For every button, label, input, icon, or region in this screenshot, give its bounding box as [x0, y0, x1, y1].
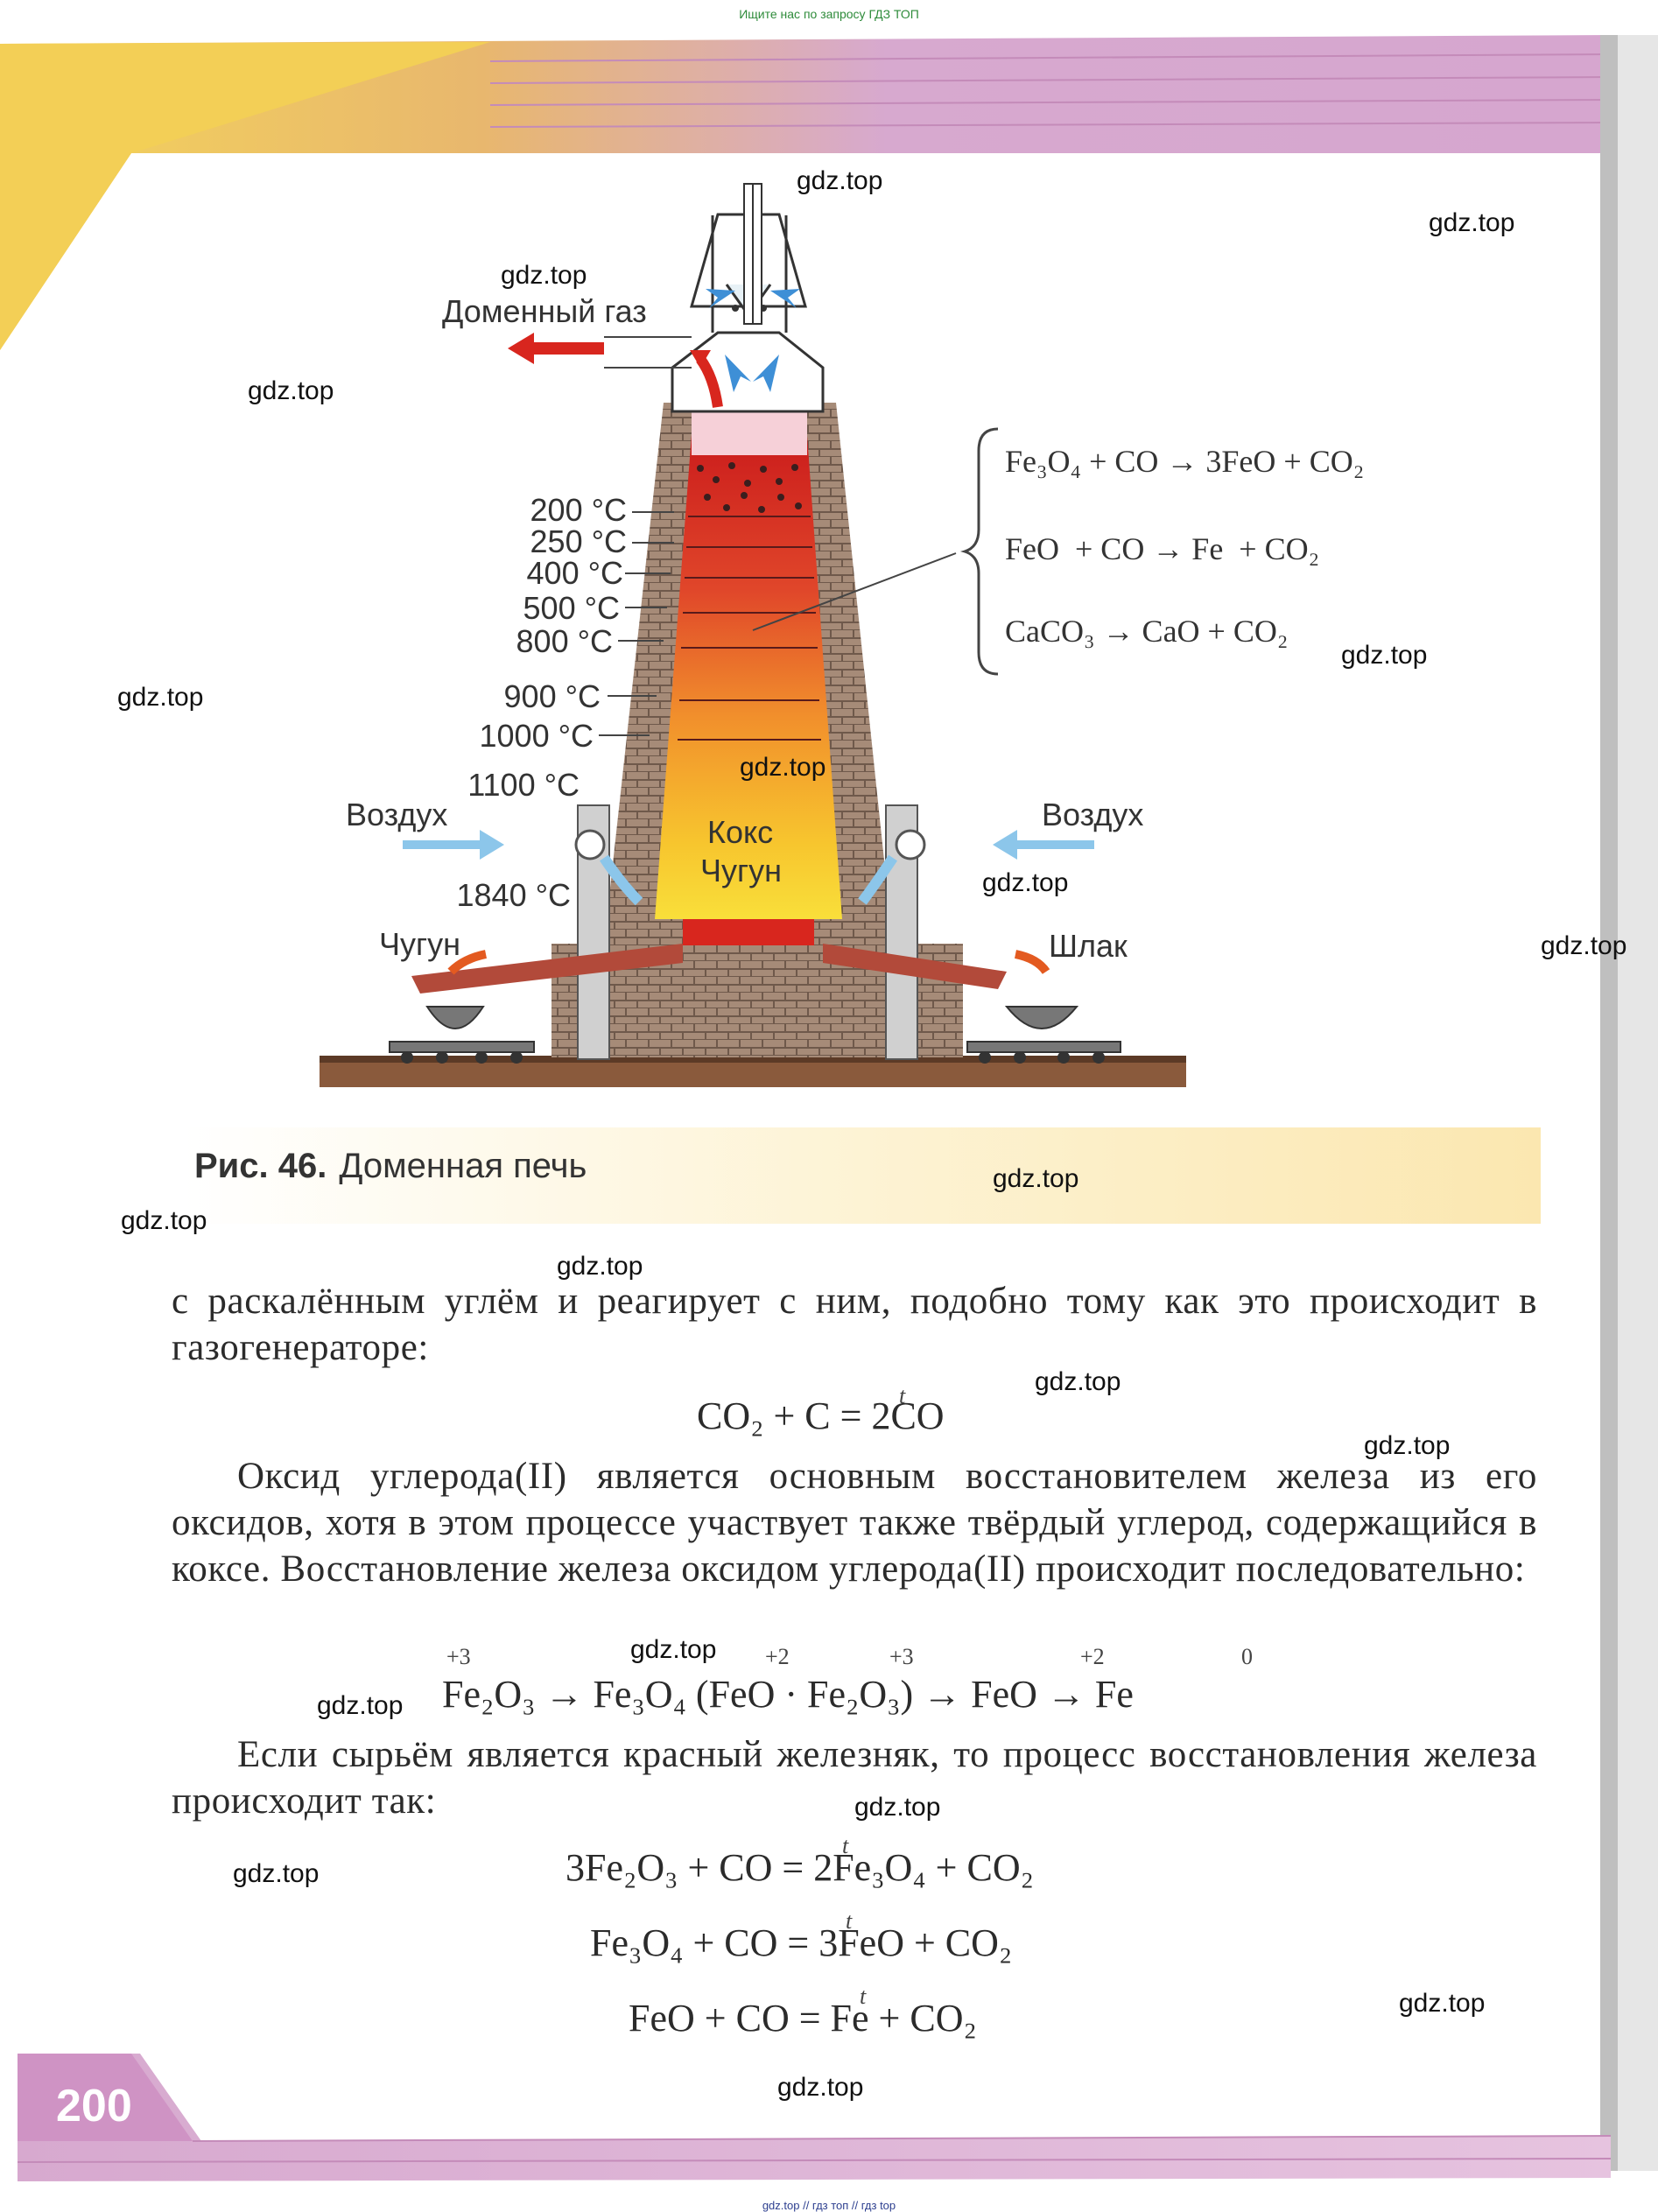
- watermark[interactable]: gdz.top: [777, 2073, 864, 2102]
- watermark[interactable]: gdz.top: [557, 1252, 643, 1281]
- watermark[interactable]: gdz.top: [1541, 931, 1627, 960]
- ox-state-3: +3: [889, 1644, 914, 1669]
- caption-number: Рис. 46.: [194, 1147, 327, 1185]
- temp-400: 400 °C: [526, 555, 623, 591]
- watermark[interactable]: gdz.top: [1429, 208, 1515, 237]
- air-right-label: Воздух: [1042, 797, 1144, 832]
- temp-250: 250 °C: [530, 523, 627, 559]
- paragraph-2: Оксид углерода(II) является основным вос…: [172, 1456, 1537, 1590]
- temp-800: 800 °C: [516, 623, 613, 659]
- air-left-label: Воздух: [346, 797, 448, 832]
- pig-iron-out-label: Чугун: [379, 926, 461, 962]
- eq1-condition: t: [899, 1383, 906, 1408]
- equation-1: CO₂ + C = 2CO: [697, 1394, 945, 1437]
- blast-gas-label: Доменный газ: [442, 293, 647, 329]
- eq3-condition: t: [846, 1908, 853, 1934]
- reaction-3: CaCO₃ → CaO + CO₂: [1005, 614, 1289, 649]
- figure-caption: Рис. 46. Доменная печь: [194, 1147, 587, 1186]
- furnace-interior: [655, 411, 842, 919]
- caption-text: Доменная печь: [339, 1147, 587, 1185]
- temp-200: 200 °C: [530, 492, 627, 528]
- eq2-condition: t: [842, 1833, 849, 1858]
- watermark[interactable]: gdz.top: [1035, 1367, 1121, 1396]
- watermark[interactable]: gdz.top: [317, 1691, 404, 1720]
- reaction-2: FeO + CO → Fe + CO₂: [1005, 531, 1320, 566]
- watermark[interactable]: gdz.top: [630, 1635, 717, 1664]
- watermark[interactable]: gdz.top: [797, 166, 883, 195]
- watermark[interactable]: gdz.top: [993, 1164, 1079, 1193]
- watermark[interactable]: gdz.top: [501, 261, 587, 290]
- equation-3: Fe₃O₄ + CO = 3FeO + CO₂: [590, 1921, 1013, 1964]
- coke-label: Кокс: [707, 814, 774, 850]
- slag-ladle: [966, 1006, 1121, 1064]
- reaction-1: Fe₃O₄ + CO → 3FeO + CO₂: [1005, 444, 1365, 479]
- ox-state-4: +2: [1080, 1644, 1105, 1669]
- equation-4: FeO + CO = Fe + CO₂: [629, 1997, 977, 2040]
- watermark[interactable]: gdz.top: [1341, 641, 1428, 670]
- paragraph-1: с раскалённым углём и реагирует с ним, п…: [172, 1281, 1537, 1368]
- watermark[interactable]: gdz.top: [117, 683, 204, 712]
- ox-state-5: 0: [1241, 1644, 1253, 1669]
- temp-500: 500 °C: [523, 590, 620, 626]
- eq4-condition: t: [860, 1984, 867, 2009]
- watermark[interactable]: gdz.top: [121, 1206, 207, 1235]
- ox-state-1: +3: [446, 1644, 471, 1669]
- watermark[interactable]: gdz.top: [1364, 1431, 1451, 1460]
- reduction-chain: Fe₂O₃ → Fe₃O₄ (FeO · Fe₂O₃) → FeO → Fe: [442, 1673, 1134, 1716]
- ground: [320, 1059, 1186, 1087]
- slag-label: Шлак: [1049, 928, 1128, 964]
- ox-state-2: +2: [765, 1644, 790, 1669]
- page-number: 200: [56, 2081, 132, 2131]
- temp-1100: 1100 °C: [467, 767, 580, 803]
- bottom-links[interactable]: gdz.top // гдз топ // гдз top: [762, 2199, 896, 2212]
- watermark[interactable]: gdz.top: [740, 753, 826, 782]
- pig-iron-inside-label: Чугун: [700, 853, 783, 888]
- equation-2: 3Fe₂O₃ + CO = 2Fe₃O₄ + CO₂: [566, 1846, 1034, 1889]
- top-search-hint: Ищите нас по запросу ГДЗ ТОП: [739, 7, 919, 21]
- temp-1000: 1000 °C: [479, 718, 594, 754]
- watermark[interactable]: gdz.top: [233, 1859, 320, 1888]
- watermark[interactable]: gdz.top: [854, 1793, 941, 1822]
- watermark[interactable]: gdz.top: [1399, 1989, 1486, 2018]
- blast-furnace-diagram: [320, 183, 1186, 1087]
- temp-1840: 1840 °C: [456, 877, 571, 913]
- paragraph-3: Если сырьём является красный железняк, т…: [172, 1734, 1537, 1822]
- temp-900: 900 °C: [503, 678, 601, 714]
- watermark[interactable]: gdz.top: [982, 868, 1069, 897]
- watermark[interactable]: gdz.top: [248, 376, 334, 405]
- pig-iron-ladle: [389, 1006, 535, 1064]
